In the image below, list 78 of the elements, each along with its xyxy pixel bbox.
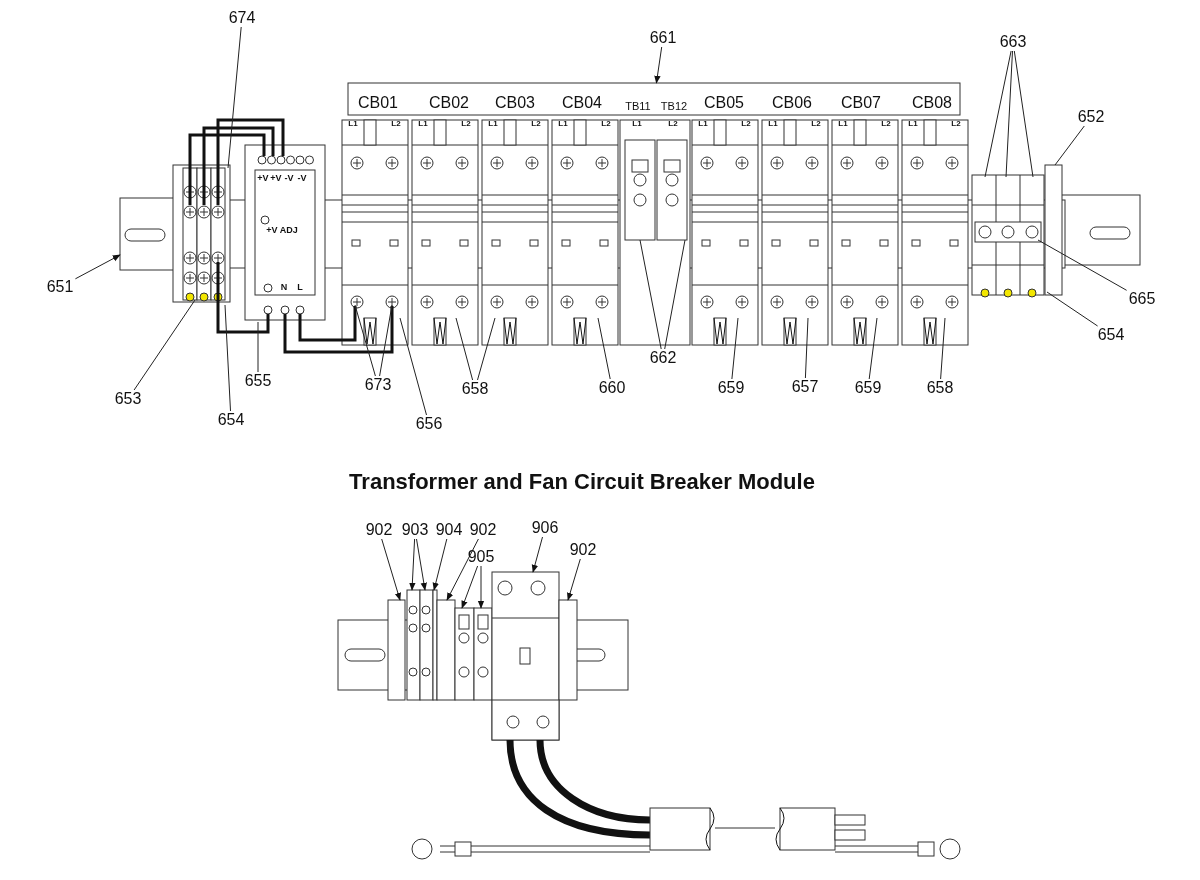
leader-line [804, 317, 809, 379]
breaker-label: CB03 [495, 95, 535, 111]
breaker-label: CB05 [704, 95, 744, 111]
leader-line [1046, 291, 1099, 327]
leader-arrow [477, 565, 485, 609]
callout-number: 658 [924, 379, 956, 397]
callout-number: 655 [242, 372, 274, 390]
callout-number: 657 [789, 378, 821, 396]
terminal-marking: +V [270, 173, 282, 183]
callout-number: 902 [467, 521, 499, 539]
callout-number: 661 [647, 29, 679, 47]
leader-arrow [409, 538, 416, 591]
leader-arrow [461, 565, 479, 609]
leader-line [940, 317, 946, 380]
label-strip [347, 82, 961, 116]
terminal-block-label: TB12 [660, 100, 688, 112]
breaker-label: CB06 [772, 95, 812, 111]
leader-arrow [446, 538, 479, 601]
leader-line [133, 299, 196, 391]
callout-number: 662 [647, 349, 679, 367]
callout-number: 654 [1095, 326, 1127, 344]
breaker-label: CB07 [841, 95, 881, 111]
leader-line [227, 26, 242, 169]
callout-number: 651 [44, 278, 76, 296]
leader-line [399, 317, 427, 416]
callout-number: 665 [1126, 290, 1158, 308]
terminal-marking: -V [297, 173, 307, 183]
callout-number: 663 [997, 33, 1029, 51]
callout-number: 658 [459, 380, 491, 398]
callout-number: 656 [413, 415, 445, 433]
breaker-label: CB02 [429, 95, 469, 111]
terminal-block-label: TB11 [625, 100, 651, 112]
leader-line [597, 317, 611, 380]
leader-arrow [531, 536, 543, 573]
leader-line [224, 304, 231, 412]
leader-line [455, 317, 474, 381]
callout-number: 659 [852, 379, 884, 397]
leader-line [477, 317, 496, 381]
callout-number: 659 [715, 379, 747, 397]
callout-number: 653 [112, 390, 144, 408]
leader-line [1005, 50, 1013, 178]
terminal-marking: -V [284, 173, 294, 183]
leader-line [731, 317, 739, 380]
leader-arrow [432, 538, 448, 591]
callout-number: 902 [567, 541, 599, 559]
leader-line [984, 50, 1012, 178]
terminal-marking: L [297, 282, 303, 292]
terminal-marking: N [280, 282, 288, 292]
leader-line [1054, 125, 1085, 166]
leader-line [354, 304, 376, 377]
breaker-label: CB04 [562, 95, 602, 111]
callout-number: 905 [465, 548, 497, 566]
callout-number: 654 [215, 411, 247, 429]
leader-arrow [416, 538, 427, 591]
callout-number: 673 [362, 376, 394, 394]
callout-number: 902 [363, 521, 395, 539]
leader-line [379, 304, 393, 377]
callout-number: 904 [433, 521, 465, 539]
breaker-label: CB01 [358, 95, 398, 111]
leader-line [664, 239, 686, 350]
leader-line [257, 321, 259, 373]
leader-arrow [74, 254, 121, 280]
leader-line [1013, 50, 1034, 178]
callout-number: 906 [529, 519, 561, 537]
breaker-label: CB08 [912, 95, 952, 111]
leader-arrow [567, 558, 581, 601]
leader-line [639, 239, 662, 350]
leader-line [1037, 239, 1128, 291]
callout-number: 652 [1075, 108, 1107, 126]
leader-arrow [381, 538, 401, 601]
leader-line [868, 317, 878, 380]
terminal-marking: +V ADJ [266, 225, 298, 235]
callout-number: 660 [596, 379, 628, 397]
terminal-marking: +V [257, 173, 269, 183]
leader-arrow [654, 46, 663, 84]
figure-title: Transformer and Fan Circuit Breaker Module [349, 471, 815, 493]
callout-number: 674 [226, 9, 258, 27]
callout-number: 903 [399, 521, 431, 539]
